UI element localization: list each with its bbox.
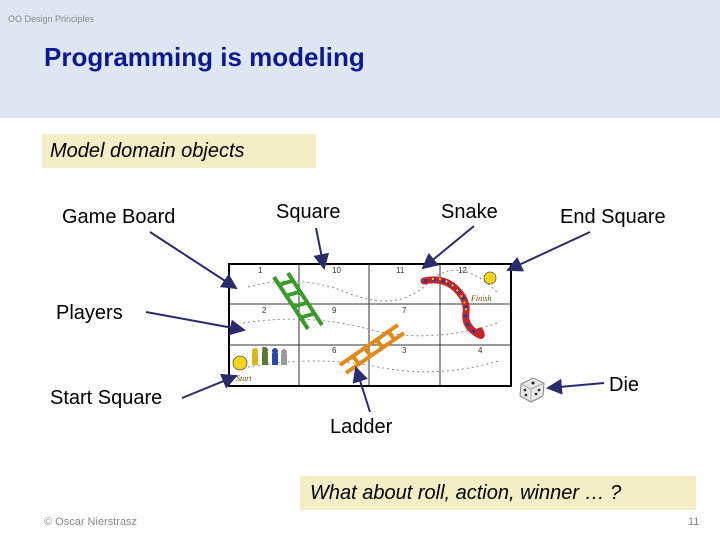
- board-number: 10: [332, 266, 341, 275]
- board-number: 1: [258, 266, 263, 275]
- board-number: 7: [402, 306, 407, 315]
- end-square-label: End Square: [560, 206, 666, 228]
- course-title: OO Design Principles: [8, 14, 95, 24]
- page-number: 11: [688, 516, 700, 528]
- player-pawns-icon: [252, 347, 287, 365]
- arrow-start-square: [181, 373, 238, 399]
- board-number: 2: [262, 306, 267, 315]
- arrow-game-board: [149, 231, 238, 290]
- slide-title: Programming is modeling: [44, 42, 365, 72]
- arrow-die: [546, 378, 605, 395]
- header-band: OO Design Principles Programming is mode…: [0, 0, 720, 118]
- smiley-icon: [232, 355, 248, 371]
- board-number: 4: [478, 346, 483, 355]
- snake-label: Snake: [441, 201, 498, 223]
- arrow-ladder: [352, 366, 371, 413]
- game-board-image: 1 10 11 12 2 9 7 3 4 5 6 Finish Start: [228, 263, 512, 387]
- arrow-snake: [421, 225, 475, 270]
- board-number: 6: [332, 346, 337, 355]
- square-label: Square: [276, 201, 341, 223]
- start-square-label: Start Square: [50, 387, 163, 409]
- arrow-end-square: [506, 231, 591, 272]
- model-callout: Model domain objects: [42, 134, 316, 168]
- arrow-square: [313, 227, 330, 270]
- snake-pattern-icon: [423, 278, 477, 335]
- start-text: Start: [236, 374, 252, 383]
- board-number: 11: [396, 266, 405, 275]
- board-number: 9: [332, 306, 337, 315]
- question-callout: What about roll, action, winner … ?: [300, 476, 696, 510]
- board-number: 3: [402, 346, 407, 355]
- ladder-icon: [272, 271, 324, 331]
- players-label: Players: [56, 302, 123, 324]
- finish-text: Finish: [470, 294, 491, 303]
- arrow-players: [145, 311, 246, 336]
- ladder-label: Ladder: [330, 416, 393, 438]
- footer-author: © Oscar Nierstrasz: [44, 516, 138, 528]
- die-icon: [519, 377, 545, 403]
- game-board-label: Game Board: [62, 206, 176, 228]
- smiley-icon: [483, 271, 497, 285]
- board-number: 12: [458, 266, 467, 275]
- die-label: Die: [609, 374, 640, 396]
